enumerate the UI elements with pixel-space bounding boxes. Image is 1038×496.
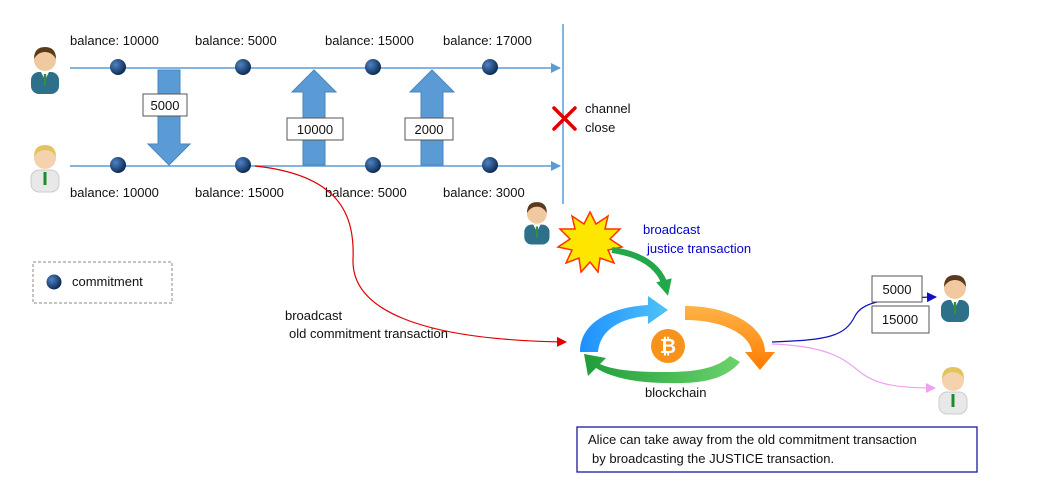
bob-avatar-bottom xyxy=(30,144,60,193)
bottom-balance-label: balance: 10000 xyxy=(70,185,159,200)
channel-close-label: close xyxy=(585,120,615,135)
legend-commitment-icon xyxy=(46,274,62,290)
commitment-dot xyxy=(235,157,251,173)
payout-amount-box xyxy=(871,305,930,334)
top-balance-label: balance: 10000 xyxy=(70,33,159,48)
close-x-icon xyxy=(552,106,577,131)
commitment-dot xyxy=(365,59,381,75)
commitment-dots-top xyxy=(110,59,498,75)
commitment-dots-bottom xyxy=(110,157,498,173)
transfer-amount: 2000 xyxy=(415,122,444,137)
broadcast-justice-label: broadcast xyxy=(643,222,700,237)
legend-label: commitment xyxy=(72,274,143,289)
payout-curve-bob xyxy=(771,343,936,393)
note-text: by broadcasting the JUSTICE transaction. xyxy=(592,451,834,466)
top-balance-label: balance: 5000 xyxy=(195,33,277,48)
svg-text:₿: ₿ xyxy=(660,336,676,358)
transfer-amount-box xyxy=(404,117,454,141)
commitment-dot xyxy=(482,59,498,75)
top-balance-label: balance: 17000 xyxy=(443,33,532,48)
alice-avatar-payout xyxy=(941,275,969,322)
transfer-arrow-down xyxy=(146,69,192,166)
commitment-dot xyxy=(110,59,126,75)
note-box xyxy=(576,426,978,473)
commitment-dot xyxy=(482,157,498,173)
transfer-amount-box xyxy=(286,117,344,141)
commitment-dot xyxy=(365,157,381,173)
bottom-balance-label: balance: 3000 xyxy=(443,185,525,200)
transfer-amount: 5000 xyxy=(151,98,180,113)
payout-amount: 5000 xyxy=(883,282,912,297)
transfer-amount-box xyxy=(142,93,188,117)
commitment-dot xyxy=(110,157,126,173)
blockchain-cycle-icon: ₿ xyxy=(580,296,775,384)
note-text: Alice can take away from the old commitm… xyxy=(588,432,917,447)
channel-close-label: channel xyxy=(585,101,631,116)
old-commitment-broadcast-curve xyxy=(254,165,567,347)
top-balance-label: balance: 15000 xyxy=(325,33,414,48)
commitment-dot xyxy=(235,59,251,75)
bitcoin-icon xyxy=(651,329,685,363)
justice-broadcaster-avatar xyxy=(524,202,624,274)
blockchain-label: blockchain xyxy=(645,385,706,400)
bob-avatar-payout xyxy=(938,366,968,415)
broadcast-justice-label: justice transaction xyxy=(646,241,751,256)
justice-arrow xyxy=(611,247,672,296)
bottom-balance-label: balance: 15000 xyxy=(195,185,284,200)
bottom-balance-label: balance: 5000 xyxy=(325,185,407,200)
payout-amount: 15000 xyxy=(882,312,918,327)
transfer-amount: 10000 xyxy=(297,122,333,137)
payout-amount-box xyxy=(871,275,923,303)
broadcast-old-label: old commitment transaction xyxy=(289,326,448,341)
alice-avatar-top xyxy=(31,47,59,94)
broadcast-old-label: broadcast xyxy=(285,308,342,323)
